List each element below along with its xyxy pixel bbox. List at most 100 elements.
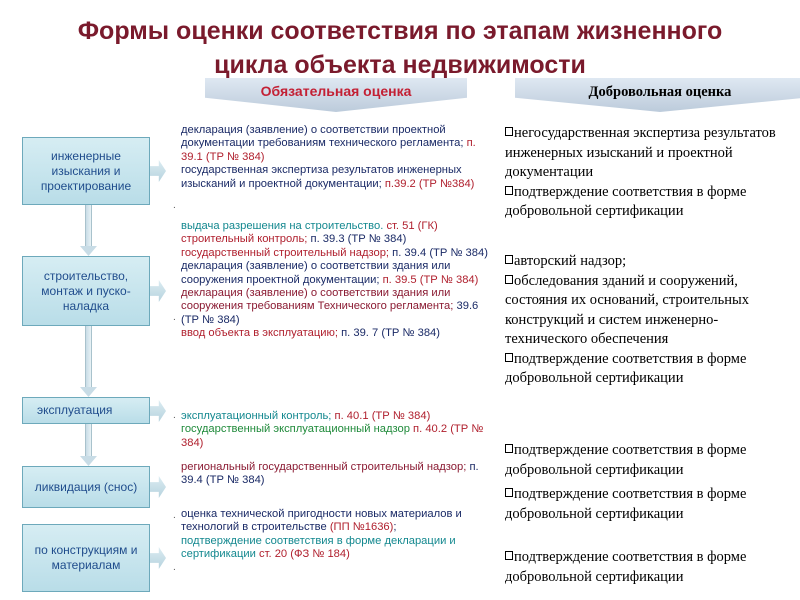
mandatory-engineering: декларация (заявление) о соответствии пр… xyxy=(181,124,493,191)
voluntary-item-text: негосударственная экспертиза результатов… xyxy=(505,125,776,180)
checkbox-icon xyxy=(505,352,513,362)
mandatory-item: декларация (заявление) о соответствии зд… xyxy=(181,260,493,287)
checkbox-icon xyxy=(505,444,513,453)
title-line-1: Формы оценки соответствия по этапам жизн… xyxy=(77,17,723,45)
flow-line-2 xyxy=(85,326,92,388)
stage-construction: строительство, монтаж и пуско-наладка xyxy=(22,256,150,326)
title-line-2: цикла объекта недвижимости xyxy=(214,51,586,79)
checkbox-icon xyxy=(505,185,513,195)
voluntary-item: подтверждение соответствия в форме добро… xyxy=(505,548,795,587)
voluntary-item: подтверждение соответствия в форме добро… xyxy=(505,350,795,389)
bullet-dot: . xyxy=(173,410,176,421)
voluntary-item-text: обследования зданий и сооружений, состоя… xyxy=(505,272,749,348)
mandatory-header: Обязательная оценка xyxy=(260,83,412,99)
arrow-operation xyxy=(150,400,166,422)
bullet-dot: . xyxy=(173,510,176,521)
mandatory-item-ref: п. 39.4 (ТР № 384) xyxy=(181,461,479,487)
arrow-construction xyxy=(150,280,166,302)
mandatory-item-ref: (ПП №1636) xyxy=(329,521,394,534)
stage-engineering: инженерные изыскания и проектирование xyxy=(22,137,150,205)
voluntary-item-text: подтверждение соответствия в форме добро… xyxy=(505,350,747,387)
stage-liquidation: ликвидация (снос) xyxy=(22,466,150,508)
stage-operation: эксплуатация xyxy=(22,397,150,424)
arrow-materials xyxy=(150,547,166,569)
checkbox-icon xyxy=(505,488,513,497)
voluntary-item: обследования зданий и сооружений, состоя… xyxy=(505,272,795,350)
mandatory-item: региональный государственный строительны… xyxy=(181,461,493,488)
voluntary-engineering: негосударственная экспертиза результатов… xyxy=(505,124,795,222)
flow-line-3 xyxy=(85,424,92,457)
flow-arrowhead-1 xyxy=(80,246,97,256)
mandatory-item: подтверждение соответствия в форме декла… xyxy=(181,535,493,562)
mandatory-item: государственный эксплуатационный надзор … xyxy=(181,423,493,450)
mandatory-item-ref: п. 39.4 (ТР № 384) xyxy=(392,246,488,259)
mandatory-liquidation: региональный государственный строительны… xyxy=(181,461,493,488)
mandatory-item-ref: п. 39.1 (ТР № 384) xyxy=(181,137,476,163)
page-title: Формы оценки соответствия по этапам жизн… xyxy=(20,14,780,82)
bullet-dot: . xyxy=(173,200,176,211)
flow-arrowhead-2 xyxy=(80,387,97,397)
bullet-dot: . xyxy=(173,312,176,323)
mandatory-item: оценка технической пригодности новых мат… xyxy=(181,508,493,535)
mandatory-item-ref: п. 40.1 (ТР № 384) xyxy=(334,410,431,422)
mandatory-item-ref: п. 40.2 (ТР № 384) xyxy=(181,423,484,449)
mandatory-item-text: государственный эксплуатационный надзор xyxy=(181,423,414,436)
voluntary-operation: подтверждение соответствия в форме добро… xyxy=(505,441,795,480)
mandatory-item-text: оценка технической пригодности новых мат… xyxy=(181,508,462,534)
stage-materials: по конструкциям и материалам xyxy=(22,524,150,592)
mandatory-item: ввод объекта в эксплуатацию; п. 39. 7 (Т… xyxy=(181,327,493,340)
checkbox-icon xyxy=(505,127,513,136)
voluntary-item: подтверждение соответствия в форме добро… xyxy=(505,485,795,524)
mandatory-item-ref: 39.6 (ТР № 384) xyxy=(181,300,479,326)
voluntary-header: Добровольная оценка xyxy=(588,84,732,100)
mandatory-item-ref: ст. 20 (ФЗ № 184) xyxy=(259,548,350,561)
mandatory-item-text: строительный контроль; xyxy=(181,233,311,246)
mandatory-item-ref: п. 39. 7 (ТР № 384) xyxy=(341,327,440,340)
arrow-liquidation xyxy=(150,476,166,498)
mandatory-item: строительный контроль; п. 39.3 (ТР № 384… xyxy=(181,233,493,246)
voluntary-construction: авторский надзор; обследования зданий и … xyxy=(505,252,795,389)
mandatory-item-text: декларация (заявление) о соответствии зд… xyxy=(181,287,457,313)
checkbox-icon xyxy=(505,551,513,560)
voluntary-liquidation: подтверждение соответствия в форме добро… xyxy=(505,485,795,524)
mandatory-item-text: эксплуатационный контроль; xyxy=(181,410,335,422)
mandatory-item: эксплуатационный контроль; п. 40.1 (ТР №… xyxy=(181,410,493,423)
mandatory-construction: выдача разрешения на строительство. ст. … xyxy=(181,220,493,341)
checkbox-icon xyxy=(505,274,513,284)
mandatory-item-text: подтверждение соответствия в форме декла… xyxy=(181,534,456,561)
arrow-engineering xyxy=(150,160,166,182)
mandatory-item: декларация (заявление) о соответствии зд… xyxy=(181,287,493,327)
voluntary-item: подтверждение соответствия в форме добро… xyxy=(505,441,795,480)
voluntary-item-text: подтверждение соответствия в форме добро… xyxy=(505,183,747,220)
mandatory-item-text: региональный государственный строительны… xyxy=(181,461,470,473)
mandatory-item-ref: п. 39.5 (ТР № 384) xyxy=(382,273,479,286)
mandatory-operation: эксплуатационный контроль; п. 40.1 (ТР №… xyxy=(181,410,493,450)
mandatory-item-text: декларация (заявление) о соответствии пр… xyxy=(181,124,467,150)
checkbox-icon xyxy=(505,255,513,264)
bullet-dot: . xyxy=(173,562,176,573)
voluntary-item: авторский надзор; xyxy=(505,252,795,272)
voluntary-materials: подтверждение соответствия в форме добро… xyxy=(505,548,795,587)
mandatory-item-text: декларация (заявление) о соответствии зд… xyxy=(181,260,451,286)
mandatory-item: выдача разрешения на строительство. ст. … xyxy=(181,220,493,233)
flow-line-1 xyxy=(85,205,92,247)
mandatory-item-ref: п. 39.3 (ТР № 384) xyxy=(310,233,407,246)
mandatory-item: декларация (заявление) о соответствии пр… xyxy=(181,124,493,164)
voluntary-item: подтверждение соответствия в форме добро… xyxy=(505,183,795,222)
mandatory-item-text: государственная экспертиза результатов и… xyxy=(181,164,462,190)
flow-arrowhead-3 xyxy=(80,456,97,466)
mandatory-item-ref: п.39.2 (ТР №384) xyxy=(384,177,475,190)
voluntary-item-text: авторский надзор; xyxy=(514,253,627,269)
mandatory-item-text: ввод объекта в эксплуатацию; xyxy=(181,327,342,340)
mandatory-item-text: выдача разрешения на строительство. xyxy=(181,220,387,232)
mandatory-item: государственная экспертиза результатов и… xyxy=(181,164,493,191)
voluntary-item-text: подтверждение соответствия в форме добро… xyxy=(505,549,747,585)
mandatory-item-tail: ; xyxy=(393,521,397,534)
voluntary-item-text: подтверждение соответствия в форме добро… xyxy=(505,442,747,478)
mandatory-item: государственный строительный надзор; п. … xyxy=(181,247,493,260)
mandatory-item-text: государственный строительный надзор; xyxy=(181,246,393,259)
voluntary-item: негосударственная экспертиза результатов… xyxy=(505,124,795,183)
voluntary-item-text: подтверждение соответствия в форме добро… xyxy=(505,486,747,522)
mandatory-materials: оценка технической пригодности новых мат… xyxy=(181,508,493,562)
mandatory-item-ref: ст. 51 (ГК) xyxy=(386,220,438,232)
